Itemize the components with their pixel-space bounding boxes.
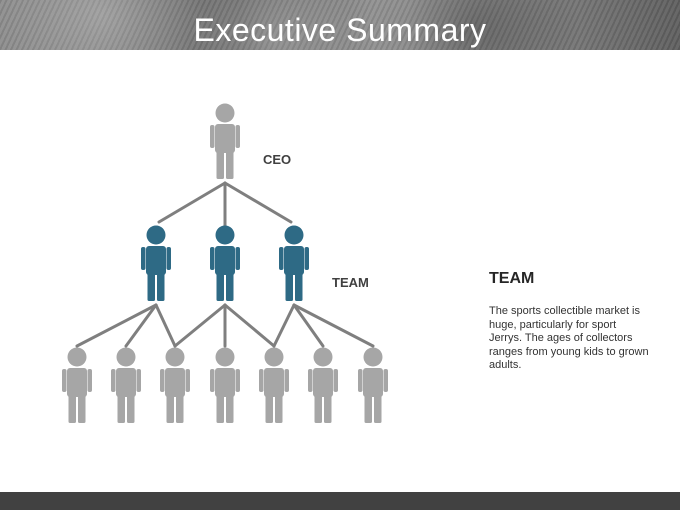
connector-line [173, 303, 227, 348]
org-connectors [75, 181, 375, 348]
staff-person-icon [358, 347, 388, 423]
org-chart [62, 103, 388, 423]
staff-person-icon [62, 347, 92, 423]
team-person-icon [210, 225, 240, 301]
staff-person-icon [160, 347, 190, 423]
connector-line [75, 303, 158, 348]
team-person-icon [279, 225, 309, 301]
page-title: Executive Summary [193, 12, 487, 48]
side-panel-text: The sports collectible market is huge, p… [489, 305, 649, 371]
connector-line [124, 303, 158, 348]
org-people [62, 103, 388, 423]
ceo-label: CEO [263, 152, 292, 167]
staff-person-icon [259, 347, 289, 423]
team-label: TEAM [332, 275, 369, 290]
header-banner: Executive Summary [0, 0, 680, 50]
connector-line [223, 181, 293, 224]
connector-line [223, 303, 276, 348]
staff-person-icon [308, 347, 338, 423]
side-panel-heading: TEAM [489, 270, 535, 287]
staff-person-icon [210, 347, 240, 423]
team-person-icon [141, 225, 171, 301]
connector-line [154, 303, 177, 348]
staff-person-icon [111, 347, 141, 423]
ceo-person-icon [210, 103, 240, 179]
footer-bar [0, 492, 680, 510]
connector-line [272, 303, 296, 348]
connector-line [157, 181, 227, 224]
connector-line [292, 303, 375, 348]
connector-line [292, 303, 325, 348]
